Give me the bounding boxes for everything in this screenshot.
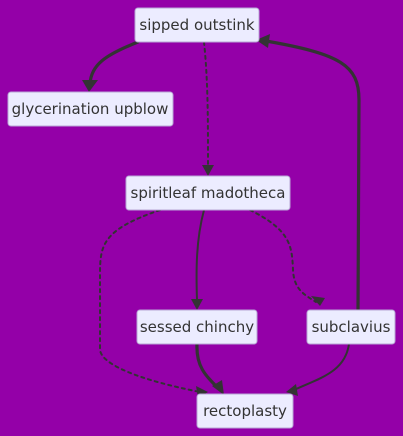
node-sipped-outstink[interactable]: sipped outstink [134, 7, 260, 43]
edges [82, 34, 361, 398]
node-label-subclavius: subclavius [312, 318, 391, 336]
node-label-sessed-chinchy: sessed chinchy [140, 318, 254, 336]
arrowhead-rectoplasty-normal [286, 384, 298, 396]
node-rectoplasty[interactable]: rectoplasty [196, 393, 294, 429]
edge-subclavius-to-rectoplasty [293, 343, 350, 391]
node-label-spiritleaf-madotheca: spiritleaf madotheca [131, 184, 286, 202]
edge-spiritleaf-to-rectoplasty [99, 209, 201, 393]
node-sessed-chinchy[interactable]: sessed chinchy [136, 309, 258, 345]
arrowhead-spiritleaf [202, 165, 214, 176]
edge-sessed-to-rectoplasty [195, 342, 220, 390]
arrowhead-glycerination [82, 80, 98, 92]
node-label-sipped-outstink: sipped outstink [139, 16, 254, 34]
node-label-rectoplasty: rectoplasty [203, 402, 287, 420]
node-spiritleaf-madotheca[interactable]: spiritleaf madotheca [125, 175, 291, 211]
arrowhead-sessed [191, 299, 203, 310]
arrowhead-sipped [256, 34, 270, 48]
edge-sipped-to-spiritleaf [203, 41, 209, 167]
arrowhead-subclavius [311, 296, 325, 306]
node-label-glycerination-upblow: glycerination upblow [12, 100, 169, 118]
node-glycerination-upblow[interactable]: glycerination upblow [7, 91, 174, 127]
node-subclavius[interactable]: subclavius [306, 309, 396, 345]
edge-spiritleaf-to-subclavius [249, 209, 317, 303]
edge-sipped-to-glycerination [88, 40, 140, 86]
edge-subclavius-to-sipped [264, 39, 361, 312]
edge-spiritleaf-to-sessed [195, 209, 205, 301]
arrowhead-rectoplasty-thick [212, 380, 224, 395]
